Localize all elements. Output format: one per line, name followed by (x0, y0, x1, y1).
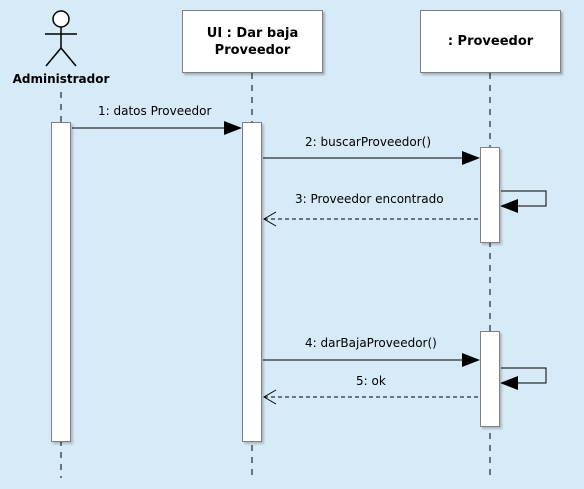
self-call-1-arrow (500, 190, 547, 213)
message-1-label: 1: datos Proveedor (98, 104, 212, 118)
actor-icon (45, 10, 77, 67)
message-1-arrow (72, 121, 242, 135)
message-5-label: 5: ok (356, 374, 386, 388)
message-3-label: 3: Proveedor encontrado (295, 192, 444, 206)
message-2-arrow (263, 151, 480, 165)
actor-label: Administrador (12, 72, 110, 86)
activation-administrador (51, 122, 71, 442)
object-proveedor-label: : Proveedor (447, 34, 534, 49)
activation-proveedor-2 (480, 331, 500, 427)
activation-ui (242, 122, 262, 442)
message-3-arrow (263, 211, 480, 227)
message-5-arrow (263, 389, 480, 405)
message-2-label: 2: buscarProveedor() (305, 135, 432, 149)
message-4-arrow (263, 353, 480, 367)
activation-proveedor-1 (480, 147, 500, 243)
object-ui-dar-baja-proveedor[interactable]: UI : Dar baja Proveedor (182, 10, 323, 73)
object-proveedor[interactable]: : Proveedor (420, 10, 561, 73)
message-4-label: 4: darBajaProveedor() (305, 336, 437, 350)
object-ui-line1: UI : Dar baja (206, 25, 299, 41)
self-call-2-arrow (500, 367, 547, 390)
object-ui-line2: Proveedor (214, 42, 291, 58)
